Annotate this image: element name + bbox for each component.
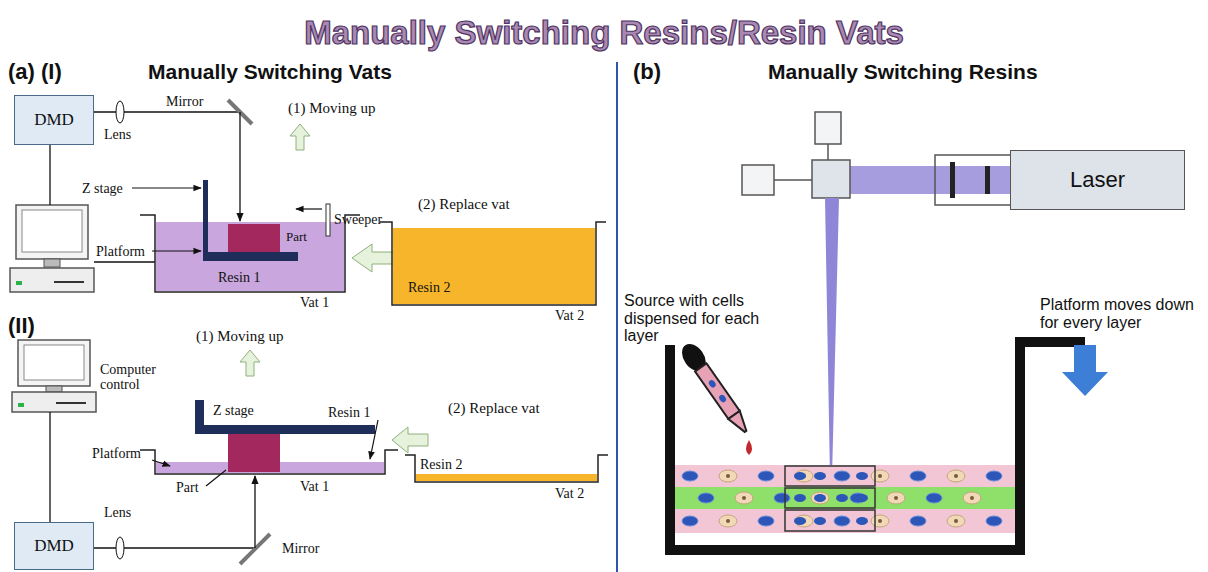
note-label: Source with cells dispensed for each lay… [624, 292, 794, 345]
title: Manually Switching Resins/Resin Vats [0, 14, 1208, 52]
part-label: Platform [96, 244, 145, 259]
step-label: (1) Moving up [196, 328, 284, 345]
part-label: Resin 1 [218, 270, 260, 285]
panel-heading: Manually Switching Vats [148, 60, 392, 83]
panel-label: (II) [8, 314, 35, 338]
box-label: DMD [34, 110, 74, 130]
part-label: Z stage [213, 403, 254, 418]
step-label: (2) Replace vat [448, 400, 540, 417]
panel-a2 [12, 340, 608, 564]
part-label: Resin 1 [328, 405, 370, 420]
step-label: (2) Replace vat [418, 196, 510, 213]
box-label: DMD [34, 536, 74, 556]
part-label: Mirror [166, 94, 203, 109]
dmd-box: DMD [14, 95, 94, 145]
divider [616, 62, 618, 572]
part-label: Lens [104, 127, 131, 142]
part-label: Vat 2 [555, 486, 584, 501]
part-label: Vat 2 [555, 308, 584, 323]
part-label: Sweeper [334, 212, 382, 227]
part-label: Resin 2 [408, 280, 450, 295]
panel-heading: Manually Switching Resins [768, 60, 1038, 83]
part-label: Platform [92, 446, 141, 461]
dmd-box: DMD [14, 522, 94, 570]
part-label: Z stage [82, 181, 123, 196]
part-label: Vat 1 [300, 479, 329, 494]
panel-a1 [10, 100, 606, 305]
note-label: Platform moves down for every layer [1040, 296, 1205, 331]
panel-label: (a) (I) [8, 60, 62, 84]
part-label: Part [176, 480, 199, 495]
part-label: Mirror [282, 541, 319, 556]
laser-box: Laser [1010, 150, 1185, 210]
part-label: Lens [104, 505, 131, 520]
box-label: Laser [1070, 167, 1125, 193]
step-label: (1) Moving up [288, 100, 376, 117]
part-label: Vat 1 [300, 295, 329, 310]
part-label: Computer control [100, 362, 172, 393]
part-label: Part [286, 230, 307, 244]
panel-label: (b) [633, 60, 661, 84]
part-label: Resin 2 [420, 457, 462, 472]
